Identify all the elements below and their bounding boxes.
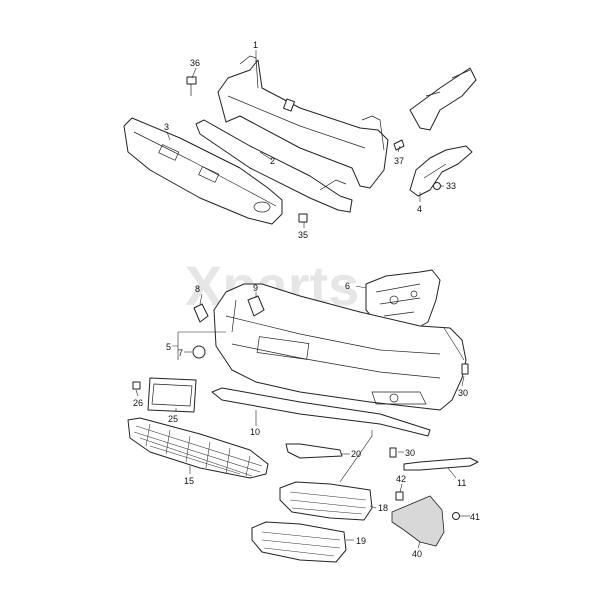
- callout-9: 9: [253, 283, 258, 293]
- callout-42: 42: [396, 474, 406, 484]
- part-10-bumper-cover[interactable]: [213, 283, 467, 411]
- callout-20: 20: [351, 449, 361, 459]
- callout-8: 8: [195, 284, 200, 294]
- callout-6: 6: [345, 281, 350, 291]
- part-33-clip[interactable]: [433, 182, 441, 190]
- part-8-small-bracket[interactable]: [193, 303, 209, 323]
- part-15-lower-grille[interactable]: [127, 417, 269, 479]
- part-18-fog-grille-upper[interactable]: [279, 481, 373, 521]
- callout-15: 15: [184, 476, 194, 486]
- part-41-clip[interactable]: [452, 512, 460, 520]
- callout-41: 41: [470, 512, 480, 522]
- part-42-screw[interactable]: [395, 491, 404, 501]
- callout-3: 3: [164, 122, 169, 132]
- callout-1: 1: [253, 40, 258, 50]
- callout-26: 26: [133, 398, 143, 408]
- part-20-trim-strip[interactable]: [285, 443, 343, 459]
- callout-5: 5: [166, 342, 171, 352]
- callout-2: 2: [270, 156, 275, 166]
- callout-40: 40: [412, 549, 422, 559]
- fender-outline: [409, 67, 477, 131]
- callout-18: 18: [378, 503, 388, 513]
- part-3-energy-absorber[interactable]: [123, 117, 283, 225]
- callout-30-upper: 30: [458, 388, 468, 398]
- part-35-screw[interactable]: [298, 213, 308, 223]
- part-30-screw-lower[interactable]: [389, 447, 397, 458]
- callout-33: 33: [446, 181, 456, 191]
- part-6-bumper-bracket[interactable]: [365, 269, 441, 331]
- callout-35: 35: [298, 230, 308, 240]
- part-7-cap[interactable]: [192, 345, 206, 359]
- part-9-small-bracket[interactable]: [247, 295, 265, 317]
- callout-25: 25: [168, 414, 178, 424]
- callout-37: 37: [394, 156, 404, 166]
- part-25-license-plate-bracket[interactable]: [147, 377, 197, 413]
- part-19-fog-grille-lower[interactable]: [251, 521, 347, 563]
- callout-10: 10: [250, 427, 260, 437]
- callout-11: 11: [457, 478, 466, 488]
- leader-lines: [135, 50, 470, 549]
- part-37-bolt[interactable]: [393, 139, 405, 151]
- part-26-screw[interactable]: [132, 381, 141, 390]
- part-2-guide-strip[interactable]: [195, 119, 353, 213]
- callout-7: 7: [178, 348, 183, 358]
- callout-19: 19: [356, 536, 366, 546]
- part-4-side-bracket[interactable]: [409, 145, 473, 197]
- bumper-lower-lip[interactable]: [211, 387, 431, 437]
- part-30-screw-upper[interactable]: [461, 363, 469, 375]
- part-40-bracket[interactable]: [391, 495, 445, 547]
- part-36-bolt[interactable]: [186, 76, 197, 96]
- part-1-bumper-carrier[interactable]: [217, 55, 389, 189]
- callout-labels: 1 2 3 4 5 6 7 8 9 10 11 15 18 19 20 25 2…: [133, 40, 480, 559]
- callout-30-lower: 30: [405, 448, 415, 458]
- callout-36: 36: [190, 58, 200, 68]
- part-11-trim-strip[interactable]: [403, 457, 479, 471]
- callout-4: 4: [417, 204, 422, 214]
